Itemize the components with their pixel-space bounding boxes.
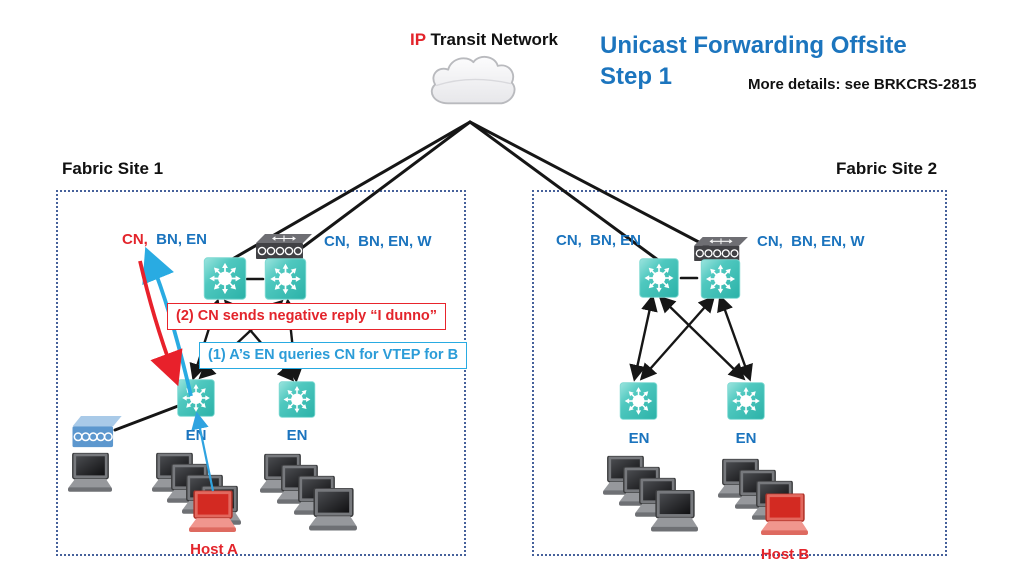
page-title: Unicast Forwarding Offsite Step 1 bbox=[600, 30, 907, 92]
site1-border-node-left-label: CN, BN, EN bbox=[122, 231, 207, 248]
more-details-note: More details: see BRKCRS-2815 bbox=[748, 76, 977, 93]
site2-border-node-right-label: CN, BN, EN, W bbox=[757, 233, 865, 250]
page-title-line1: Unicast Forwarding Offsite bbox=[600, 32, 907, 59]
wireless-controller-icon bbox=[72, 416, 122, 450]
host-a-laptop-icon bbox=[189, 487, 236, 537]
laptop-icon bbox=[309, 487, 357, 533]
site2-edge-node-2 fabric-node-icon bbox=[725, 382, 767, 420]
host-a-label: Host A bbox=[190, 541, 238, 558]
site2-border-node-left fabric-node-icon bbox=[637, 258, 681, 298]
site2-edge-node-1 fabric-node-icon bbox=[618, 382, 659, 420]
laptop-icon bbox=[651, 489, 698, 534]
site1-en-label-2: EN bbox=[286, 427, 308, 444]
site1-edge-node-2 fabric-node-icon bbox=[277, 381, 317, 418]
page-title-line2: Step 1 bbox=[600, 63, 673, 90]
site1-border-node-right-label: CN, BN, EN, W bbox=[324, 233, 432, 250]
transit-cloud-icon bbox=[424, 50, 521, 108]
site2-border-node-left-label: CN, BN, EN bbox=[556, 232, 642, 249]
site1-border-node-left fabric-node-icon bbox=[203, 257, 247, 300]
transit-network-label: IP Transit Network bbox=[393, 30, 575, 50]
fabric-site-2-boundary bbox=[532, 190, 947, 556]
host-b-laptop-icon bbox=[761, 490, 808, 540]
site1-cn-label: CN, bbox=[122, 231, 148, 248]
laptop-icon bbox=[68, 452, 112, 494]
transit-ip-text: IP bbox=[409, 30, 426, 49]
site1-en-label-1: EN bbox=[185, 427, 207, 444]
site1-edge-node-1 fabric-node-icon bbox=[176, 379, 216, 417]
site1-bn-en-label: BN, EN bbox=[147, 231, 208, 248]
site1-switch-icon bbox=[256, 234, 312, 260]
site2-en-label-2: EN bbox=[735, 430, 757, 447]
site1-border-node-right fabric-node-icon bbox=[263, 258, 308, 300]
callout-negative-reply: (2) CN sends negative reply “I dunno” bbox=[167, 303, 447, 330]
host-b-label: Host B bbox=[760, 546, 810, 563]
site2-border-node-right fabric-node-icon bbox=[698, 259, 743, 299]
site2-en-label-1: EN bbox=[628, 430, 650, 447]
transit-rest-text: Transit Network bbox=[425, 30, 559, 49]
callout-en-query: (1) A’s EN queries CN for VTEP for B bbox=[199, 342, 468, 369]
fabric-site-2-title: Fabric Site 2 bbox=[836, 159, 938, 178]
fabric-site-1-title: Fabric Site 1 bbox=[62, 159, 164, 178]
